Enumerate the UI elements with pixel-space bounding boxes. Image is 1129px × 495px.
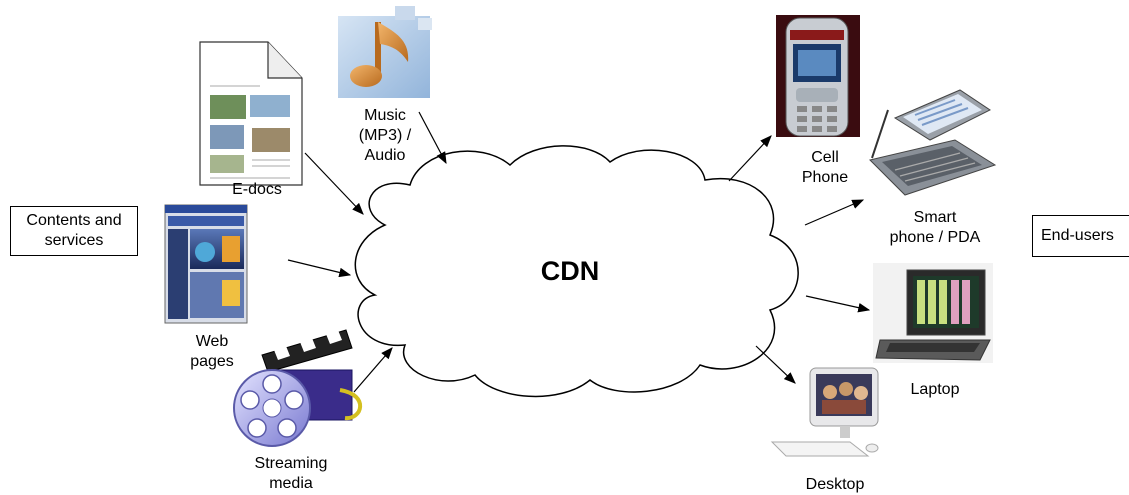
music-label: Music (MP3) / Audio — [340, 106, 430, 166]
contents-services-line1: Contents and — [26, 212, 122, 229]
streaming-media-label: Streaming media — [246, 454, 336, 494]
music-label-line2: (MP3) / — [358, 127, 412, 144]
cdn-cloud — [354, 145, 799, 398]
cell-phone-label: Cell Phone — [790, 148, 860, 188]
desktop-label: Desktop — [805, 476, 865, 493]
music-label-line3: Audio — [364, 147, 406, 164]
arrow-cdn-to-smart — [804, 199, 865, 226]
end-users-box: End-users — [1032, 215, 1129, 257]
laptop-icon — [873, 263, 993, 363]
cell-phone-line1: Cell — [811, 149, 839, 166]
contents-services-box: Contents and services — [10, 206, 138, 256]
web-page-icon — [164, 204, 248, 324]
edocs-label: E-docs — [232, 181, 282, 198]
arrow-cdn-to-cell — [728, 135, 772, 182]
arrow-music-to-cdn — [418, 111, 447, 165]
smart-phone-line2: phone / PDA — [889, 229, 981, 246]
arrow-streaming-to-cdn — [353, 347, 393, 393]
end-users-label: End-users — [1041, 227, 1114, 244]
smartphone-pda-icon — [869, 89, 997, 196]
music-note-icon — [338, 6, 432, 98]
smart-phone-label: Smart phone / PDA — [880, 208, 990, 248]
web-pages-line2: pages — [190, 353, 234, 370]
cdn-label: CDN — [540, 256, 600, 286]
web-pages-label: Web pages — [182, 332, 242, 372]
smart-phone-line1: Smart — [913, 209, 957, 226]
streaming-media-line2: media — [269, 475, 313, 492]
streaming-media-icon — [233, 329, 363, 447]
edocs-document-icon — [199, 41, 303, 186]
desktop-computer-icon — [770, 367, 879, 457]
cell-phone-icon — [776, 15, 860, 137]
streaming-media-line1: Streaming — [254, 455, 328, 472]
arrow-cdn-to-desktop — [755, 345, 796, 384]
arrow-web-to-cdn — [287, 259, 352, 278]
laptop-label: Laptop — [910, 381, 960, 398]
contents-services-line2: services — [44, 232, 104, 249]
cell-phone-line2: Phone — [801, 169, 849, 186]
web-pages-line1: Web — [195, 333, 229, 350]
music-label-line1: Music — [364, 107, 406, 124]
arrow-edocs-to-cdn — [304, 152, 364, 215]
arrow-cdn-to-laptop — [805, 295, 871, 313]
